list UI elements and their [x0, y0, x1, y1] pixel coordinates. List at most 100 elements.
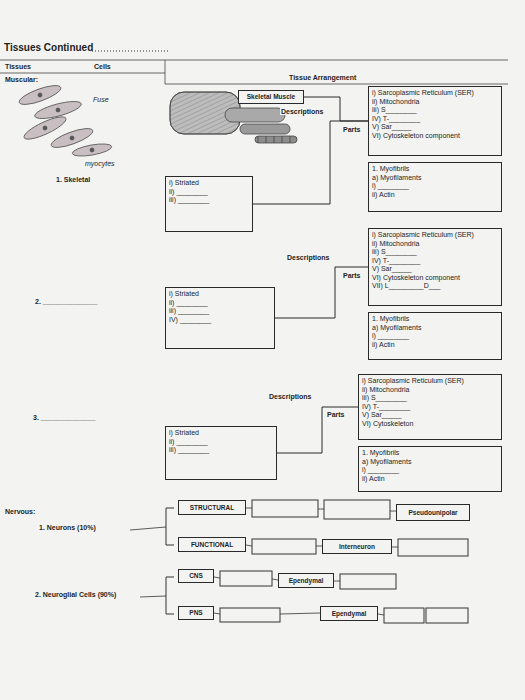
answer-box: i) Sarcoplasmic Reticulum (SER)ii) Mitoc… — [358, 374, 502, 440]
box-text: ii) Mitochondria — [372, 240, 498, 249]
label-box: Pseudounipolar — [396, 504, 470, 521]
box-text: a) Myofilaments — [372, 324, 498, 333]
nucleus — [43, 126, 47, 130]
chain-line — [214, 577, 220, 578]
box-content: CNS — [189, 572, 203, 580]
box-text: ii) Mitochondria — [362, 386, 498, 395]
striation — [258, 136, 259, 143]
part-caption: Descriptions — [280, 108, 324, 115]
box-text: Pseudounipolar — [408, 509, 457, 517]
header-rule — [165, 60, 166, 84]
label-box: FUNCTIONAL — [178, 537, 246, 552]
bracket — [166, 508, 174, 545]
box-text: a) Myofilaments — [372, 174, 498, 183]
part-caption: Descriptions — [286, 254, 330, 261]
box-text: STRUCTURAL — [190, 504, 234, 512]
muscle-fascicle — [225, 108, 285, 122]
chain-line — [214, 613, 220, 614]
box-text: iii) ________ — [169, 307, 271, 316]
box-text: 1. Myofibrils — [372, 315, 498, 324]
chain-line — [246, 508, 252, 509]
chain-line — [392, 547, 398, 548]
striation — [282, 136, 283, 143]
annotation: Fuse — [92, 96, 110, 103]
box-text: i) ________ — [362, 466, 498, 475]
box-content: i) Striatedii) ________iii) ________IV) … — [169, 290, 271, 324]
box-content: i) Striatedii) ________iii) ________ — [169, 429, 273, 455]
myofibril-strand — [255, 136, 297, 143]
header-label: Cells — [93, 63, 112, 70]
item-label: 2. ______________ — [34, 298, 98, 305]
box-text: V) Sar_____ — [362, 411, 498, 420]
label-box: Interneuron — [322, 539, 392, 554]
box-text: iii) ________ — [169, 196, 249, 205]
myocyte-drawing — [17, 82, 112, 159]
nucleus — [56, 108, 60, 112]
box-content: PNS — [189, 609, 202, 617]
box-text: i) ________ — [372, 182, 498, 191]
box-content: 1. Myofibrilsa) Myofilamentsi) ________i… — [372, 315, 498, 349]
empty-box — [252, 500, 318, 517]
box-content: i) Sarcoplasmic Reticulum (SER)ii) Mitoc… — [362, 377, 498, 428]
section-label: Muscular: — [4, 76, 39, 83]
empty-box — [340, 574, 396, 589]
header-rule — [0, 60, 508, 61]
nucleus — [38, 93, 42, 97]
box-text: Skeletal Muscle — [247, 93, 295, 101]
box-text: i) Sarcoplasmic Reticulum (SER) — [372, 89, 498, 98]
box-text: i) Striated — [169, 429, 273, 438]
box-text: ii) Actin — [362, 475, 498, 484]
box-content: i) Sarcoplasmic Reticulum (SER)ii) Mitoc… — [372, 231, 498, 291]
box-text: ii) Actin — [372, 191, 498, 200]
item-label: 3. ______________ — [32, 414, 96, 421]
box-text: IV) ________ — [169, 316, 271, 325]
part-caption: Parts — [342, 126, 362, 133]
box-content: i) Sarcoplasmic Reticulum (SER)ii) Mitoc… — [372, 89, 498, 140]
box-text: V) Sar_____ — [372, 265, 498, 274]
empty-box — [384, 608, 424, 623]
box-text: ii) ________ — [169, 299, 271, 308]
connector-line — [275, 267, 368, 318]
box-text: iii) S________ — [362, 394, 498, 403]
part-caption: Parts — [326, 411, 346, 418]
box-content: 1. Myofibrilsa) Myofilamentsi) ________i… — [362, 449, 498, 483]
header-label: Tissues — [4, 63, 32, 70]
empty-box — [398, 539, 468, 556]
answer-box: i) Sarcoplasmic Reticulum (SER)ii) Mitoc… — [368, 86, 502, 156]
myocyte — [71, 142, 112, 159]
part-caption: Descriptions — [268, 393, 312, 400]
muscle-fiber — [240, 124, 290, 134]
box-text: i) ________ — [372, 332, 498, 341]
box-text: VI) Cytoskeleton component — [372, 274, 498, 283]
box-text: ii) ________ — [169, 438, 273, 447]
box-content: FUNCTIONAL — [191, 541, 233, 549]
chain-line — [378, 614, 384, 615]
box-content: Ependymal — [332, 610, 367, 618]
box-text: VII) L_________D___ — [372, 282, 498, 291]
answer-box: 1. Myofibrilsa) Myofilamentsi) ________i… — [368, 312, 502, 360]
box-text: Ependymal — [289, 577, 324, 585]
box-content: Interneuron — [339, 543, 375, 551]
page-title: Tissues Continued — [4, 42, 93, 53]
bracket-stem — [130, 527, 166, 530]
answer-box: 1. Myofibrilsa) Myofilamentsi) ________i… — [368, 162, 502, 212]
box-text: VI) Cytoskeleton — [362, 420, 498, 429]
part-caption: Parts — [342, 272, 362, 279]
section-label: Nervous: — [4, 508, 36, 515]
chain-line — [246, 545, 252, 546]
chain-line — [318, 509, 324, 510]
box-text: VI) Cytoskeleton component — [372, 132, 498, 141]
answer-box: i) Striatedii) ________iii) ________ — [165, 176, 253, 232]
connector-line — [253, 121, 368, 204]
box-content: Ependymal — [289, 577, 324, 585]
bracket — [166, 577, 174, 614]
label-box: CNS — [178, 569, 214, 583]
header-label: Tissue Arrangement — [288, 74, 357, 81]
answer-box: i) Striatedii) ________iii) ________IV) … — [165, 287, 275, 349]
striation — [274, 136, 275, 143]
chain-line — [334, 581, 340, 582]
box-content: STRUCTURAL — [190, 504, 234, 512]
header-rule — [0, 73, 165, 74]
